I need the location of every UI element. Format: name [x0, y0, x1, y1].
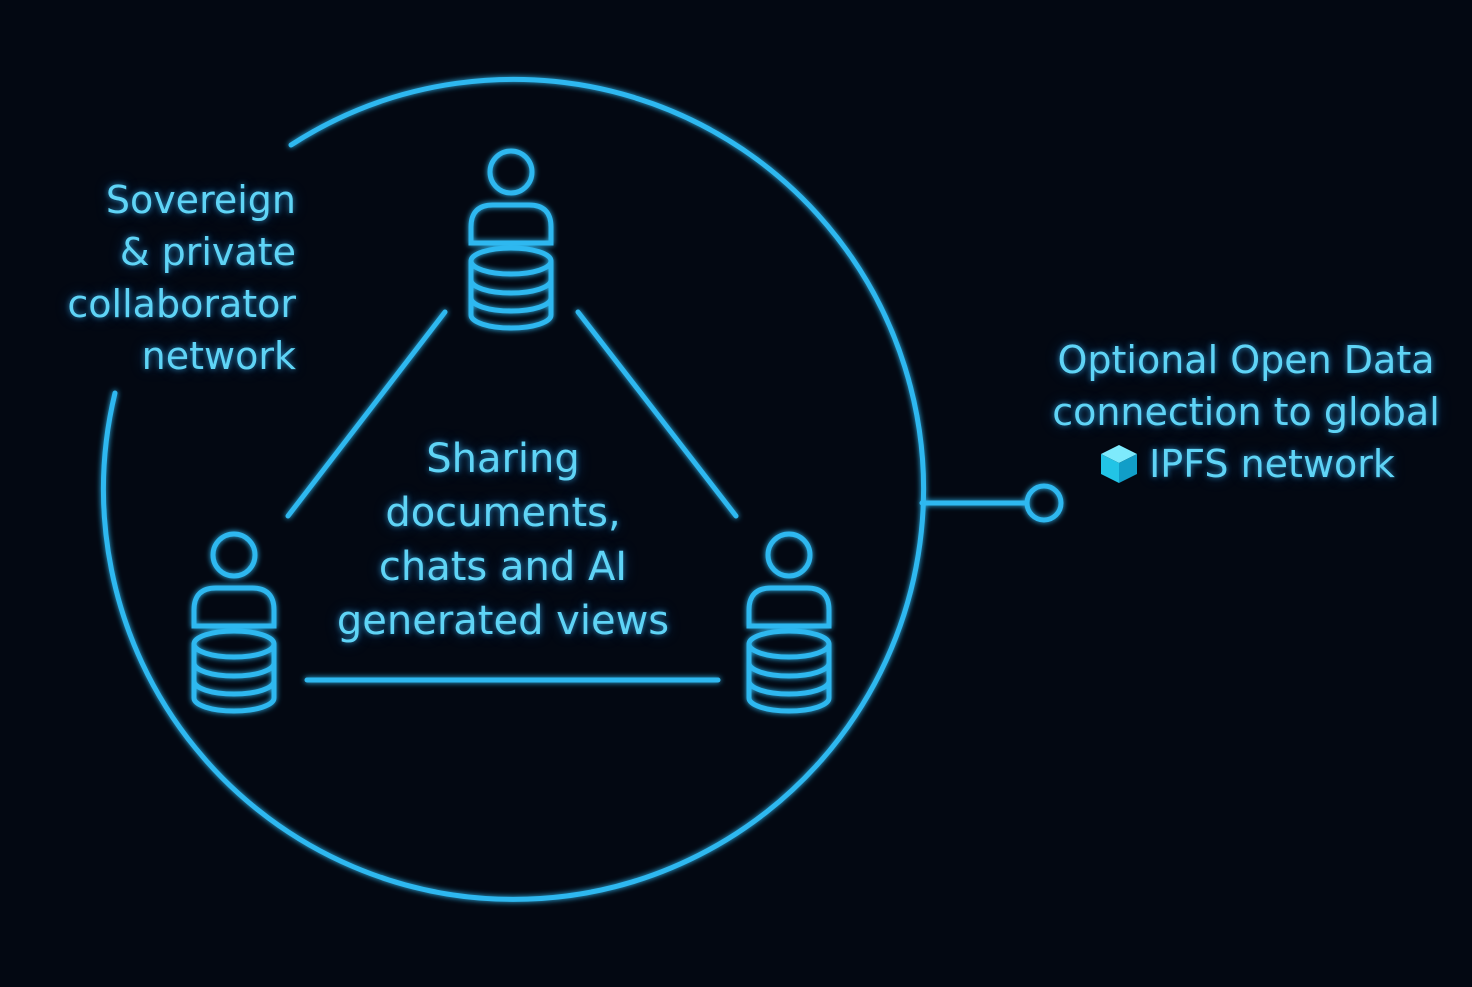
open-data-label-line: Optional Open Data — [1057, 338, 1435, 382]
cube-icon — [1101, 445, 1138, 483]
left-node-user-database-icon — [194, 534, 274, 711]
edge-top-right — [575, 309, 739, 519]
sharing-label: Sharing documents, chats and AI generate… — [303, 432, 703, 648]
sharing-label-line: documents, — [385, 490, 621, 536]
private-network-label-line: Sovereign — [105, 178, 296, 222]
edge-top-left — [285, 309, 448, 519]
open-data-label-line: IPFS network — [1149, 442, 1395, 486]
open-data-label-line: connection to global — [1052, 390, 1440, 434]
top-node-user-database-icon — [471, 151, 551, 328]
sharing-label-line: generated views — [336, 598, 670, 644]
sharing-label-line: Sharing — [426, 436, 580, 482]
network-boundary-circle — [101, 76, 926, 902]
open-data-label: Optional Open Data connection to global … — [1036, 334, 1456, 499]
sharing-label-line: chats and AI — [378, 544, 628, 590]
private-network-label-line: & private — [119, 230, 296, 274]
private-network-label: Sovereign & private collaborator network — [36, 174, 296, 382]
right-node-user-database-icon — [749, 534, 829, 711]
private-network-label-line: collaborator — [67, 282, 296, 326]
external-connector-node — [1024, 483, 1064, 523]
private-network-label-line: network — [141, 334, 296, 378]
ipfs-line: IPFS network — [1097, 438, 1395, 490]
